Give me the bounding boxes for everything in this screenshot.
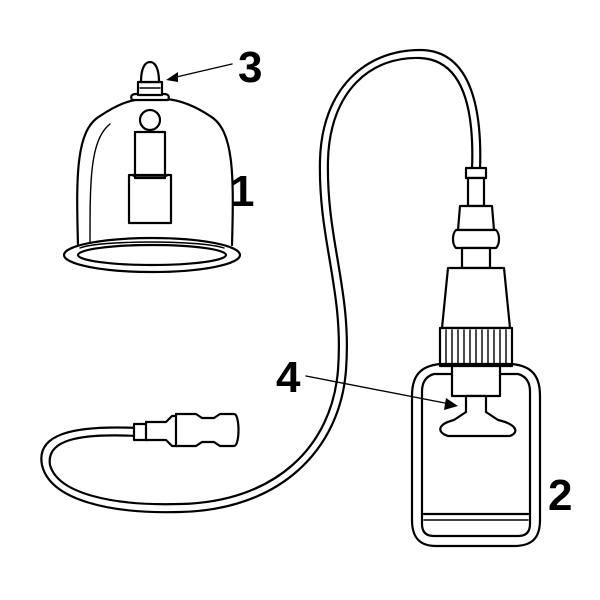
tube-connector	[132, 412, 240, 448]
leader-arrows	[166, 63, 458, 410]
arrow-head-4	[444, 398, 458, 410]
label-cup: 1	[230, 167, 254, 216]
label-pump-bottle: 2	[548, 471, 572, 520]
arrow-head-3	[166, 72, 178, 82]
pump-bottle	[410, 166, 542, 548]
label-valve: 3	[238, 43, 262, 92]
tube	[40, 48, 482, 514]
piston-handle	[439, 394, 517, 438]
cup	[62, 97, 242, 274]
label-piston-handle: 4	[276, 353, 301, 402]
valve	[130, 60, 170, 102]
